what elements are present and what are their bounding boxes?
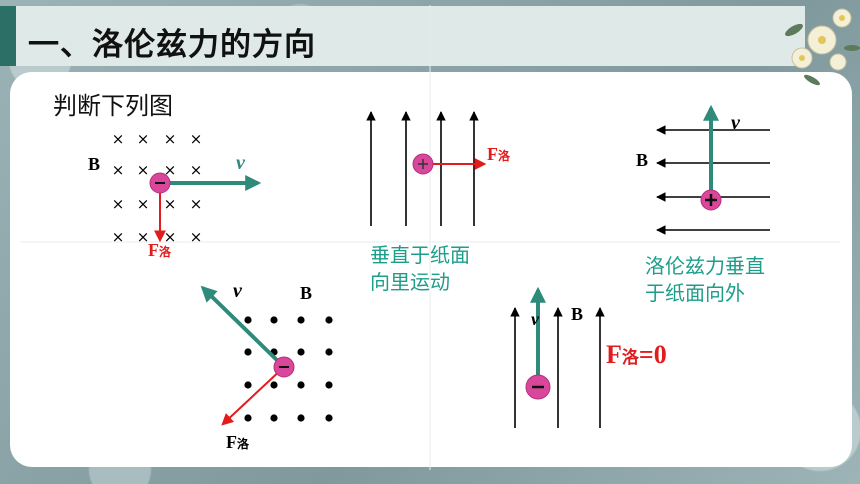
field-cross-icon: ×: [164, 228, 177, 246]
velocity-label: v: [236, 152, 245, 174]
note-outward: 洛伦兹力垂直 于纸面向外: [645, 254, 765, 305]
field-dot-icon: [270, 414, 278, 422]
field-dot-icon: [270, 316, 278, 324]
field-lines-up: [510, 307, 605, 428]
field-cross-icon: ×: [190, 228, 203, 246]
field-dot-icon: [325, 348, 333, 356]
field-label-b: B: [300, 283, 313, 303]
field-dot-icon: [244, 348, 252, 356]
force-label: F洛: [226, 432, 250, 452]
field-label-b: B: [571, 304, 584, 324]
field-out-of-page-grid: [244, 316, 333, 422]
field-dot-icon: [244, 414, 252, 422]
field-dot-icon: [270, 381, 278, 389]
field-cross-icon: ×: [137, 161, 150, 179]
field-label-b: B: [636, 150, 649, 170]
field-cross-icon: ×: [137, 228, 150, 246]
note-inward: 垂直于纸面 向里运动: [370, 243, 470, 294]
field-dot-icon: [325, 316, 333, 324]
velocity-label: v: [531, 309, 539, 329]
field-lines-left: [656, 125, 770, 235]
field-into-page-grid: × × × × × × × × × × × × × × × ×: [112, 130, 203, 246]
field-cross-icon: ×: [190, 130, 203, 148]
field-cross-icon: ×: [164, 161, 177, 179]
force-label: F洛: [487, 144, 511, 164]
field-cross-icon: ×: [137, 130, 150, 148]
field-cross-icon: ×: [112, 195, 125, 213]
velocity-arrow: [200, 285, 286, 369]
field-cross-icon: ×: [164, 130, 177, 148]
field-label-b: B: [88, 154, 101, 174]
force-label: F洛: [148, 240, 172, 260]
field-dot-icon: [244, 316, 252, 324]
field-dot-icon: [244, 381, 252, 389]
field-lines-up: [366, 111, 479, 226]
field-cross-icon: ×: [112, 130, 125, 148]
field-cross-icon: ×: [112, 161, 125, 179]
field-dot-icon: [297, 414, 305, 422]
field-cross-icon: ×: [112, 228, 125, 246]
flower-decoration-icon: [785, 8, 860, 86]
velocity-label: v: [731, 112, 740, 134]
subtitle: 判断下列图: [53, 92, 173, 120]
field-cross-icon: ×: [190, 195, 203, 213]
field-dot-icon: [297, 348, 305, 356]
force-arrow: [221, 366, 285, 426]
force-zero-label: F洛=0: [606, 340, 667, 369]
field-cross-icon: ×: [164, 195, 177, 213]
field-dot-icon: [297, 381, 305, 389]
field-dot-icon: [297, 316, 305, 324]
field-dot-icon: [325, 381, 333, 389]
field-cross-icon: ×: [190, 161, 203, 179]
velocity-label: v: [233, 280, 242, 302]
field-cross-icon: ×: [137, 195, 150, 213]
title-bar: 一、洛伦兹力的方向: [0, 6, 805, 66]
field-dot-icon: [325, 414, 333, 422]
page-title: 一、洛伦兹力的方向: [28, 27, 316, 63]
